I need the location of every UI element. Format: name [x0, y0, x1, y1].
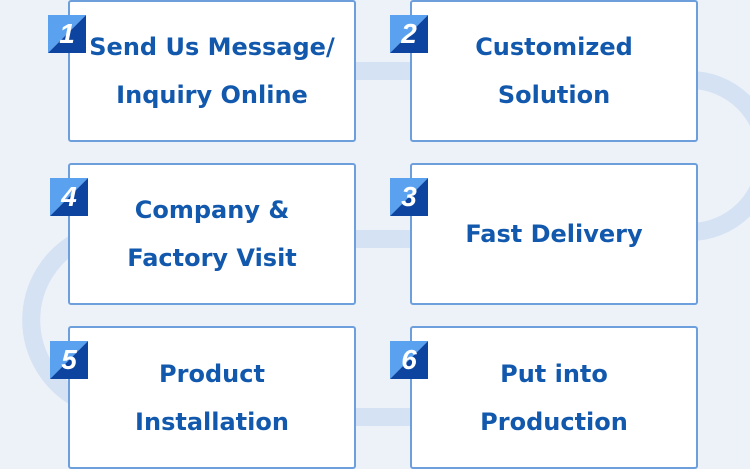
badge-tile-icon	[50, 341, 88, 379]
step-3-line-1: Fast Delivery	[465, 220, 643, 248]
step-2-number-badge: 2	[390, 15, 428, 53]
step-card-1: Send Us Message/ Inquiry Online	[68, 0, 356, 142]
step-1-number: 1	[59, 18, 75, 49]
step-1-number-badge: 1	[48, 15, 86, 53]
step-card-5: Product Installation	[68, 326, 356, 469]
step-4-number: 4	[61, 181, 77, 212]
step-5-line-1: Product	[159, 359, 265, 388]
step-2-line-1: Customized	[475, 33, 633, 61]
step-6-line-1: Put into	[500, 359, 608, 388]
step-card-6: Put into Production	[410, 326, 698, 469]
step-5-line-2: Installation	[135, 407, 289, 436]
step-3-number-badge: 3	[390, 178, 428, 216]
step-4-line-1: Company &	[134, 196, 290, 224]
step-5-number: 5	[61, 344, 77, 375]
step-6-number: 6	[401, 344, 417, 375]
badge-tile-icon	[390, 15, 428, 53]
badge-tile-icon	[390, 341, 428, 379]
step-4-line-2: Factory Visit	[127, 244, 297, 272]
step-card-2: Customized Solution	[410, 0, 698, 142]
step-3-number: 3	[401, 181, 417, 212]
badge-tile-icon	[50, 178, 88, 216]
badge-tile-icon	[390, 178, 428, 216]
badge-tile-icon	[48, 15, 86, 53]
step-5-number-badge: 5	[50, 341, 88, 379]
step-2-line-2: Solution	[497, 81, 611, 109]
step-2-number: 2	[401, 18, 417, 49]
step-card-4: Company & Factory Visit	[68, 163, 356, 305]
step-4-number-badge: 4	[50, 178, 88, 216]
step-card-3: Fast Delivery	[410, 163, 698, 305]
step-1-line-2: Inquiry Online	[116, 81, 308, 109]
step-6-number-badge: 6	[390, 341, 428, 379]
step-6-line-2: Production	[480, 407, 628, 436]
step-1-line-1: Send Us Message/	[89, 33, 335, 61]
